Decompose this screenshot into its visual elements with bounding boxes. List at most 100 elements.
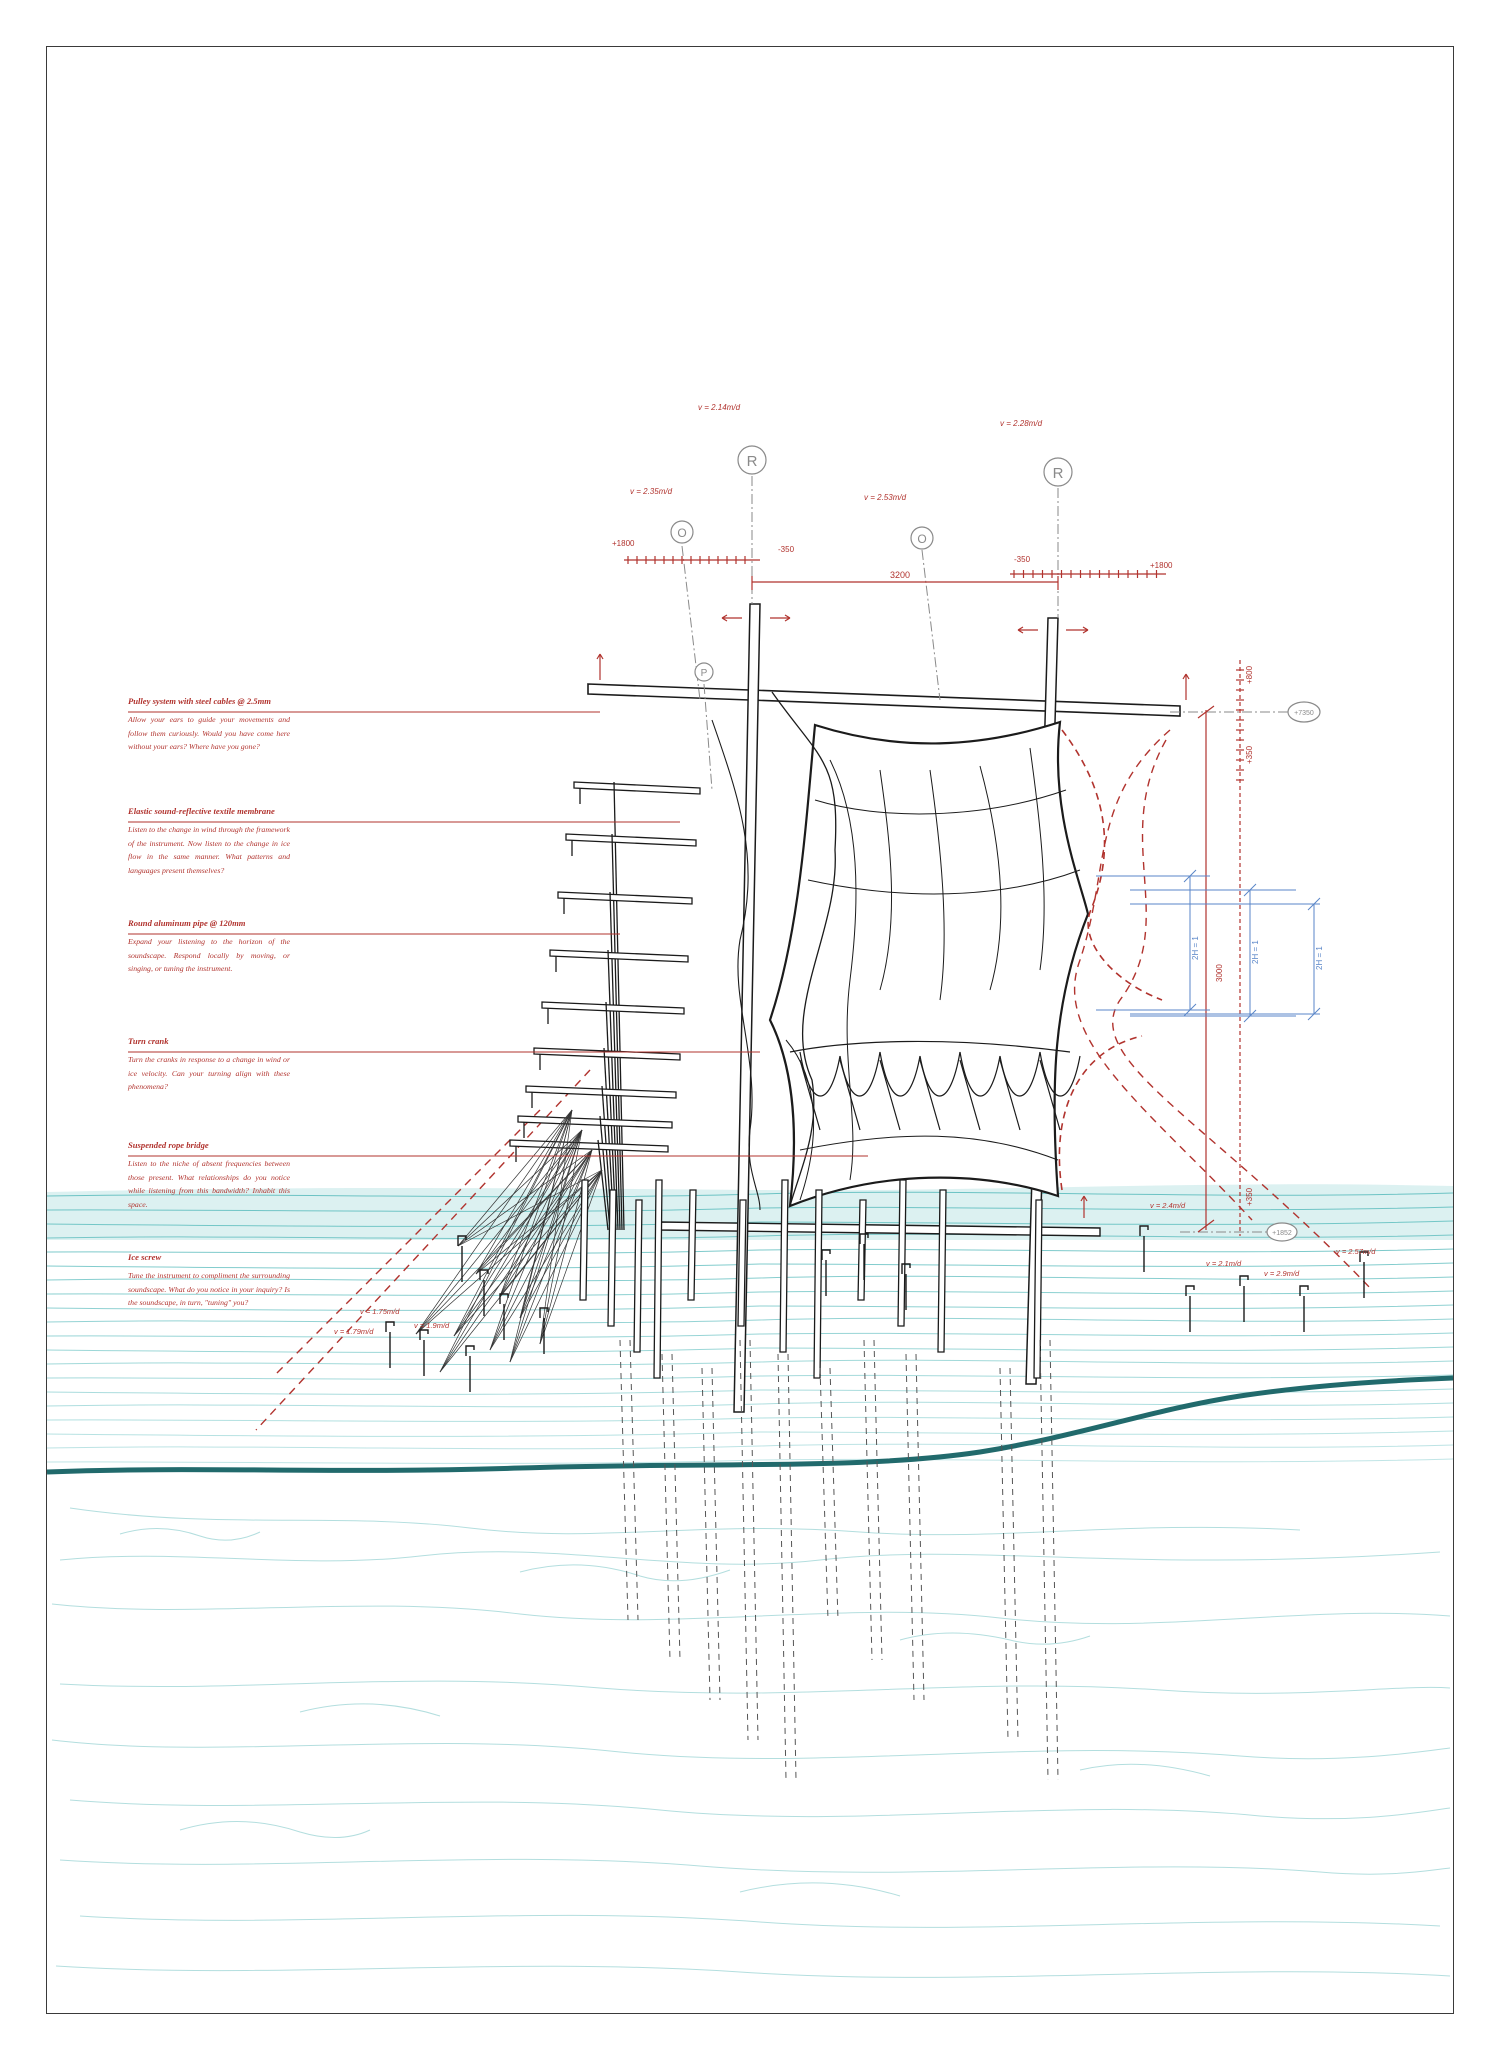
bridge-hanger (1039, 1059, 1061, 1131)
crank (1299, 1285, 1309, 1332)
submerged-leg-edge (711, 1367, 721, 1701)
dim-top-vertical: +800 (1245, 665, 1254, 684)
support-leg (937, 1189, 947, 1353)
support-leg (813, 1189, 823, 1379)
receding-crossarms (509, 781, 701, 1231)
steel-cable (539, 1169, 603, 1345)
crank-handle (1239, 1275, 1249, 1286)
crank-handle (1299, 1285, 1309, 1296)
dim-membrane-half-c: 2H = 1 (1315, 946, 1324, 970)
submerged-leg-edge (915, 1353, 925, 1701)
crank-handle (1359, 1251, 1369, 1262)
receding-mast (599, 1115, 611, 1231)
bridge-hanger (999, 1059, 1021, 1131)
legend-ice-screw: Ice screw Tune the instrument to complim… (128, 1252, 290, 1310)
support-leg (737, 1199, 747, 1327)
submerged-legs (619, 1339, 1059, 1781)
crank-handle (457, 1235, 467, 1246)
marker-r-right: R (1043, 457, 1073, 487)
submerged-leg-edge (1009, 1367, 1019, 1741)
crank-handle (419, 1329, 429, 1340)
svg-text:R: R (1053, 465, 1064, 482)
crossarm (565, 833, 697, 847)
velocity-top-left: v = 2.14m/d (698, 403, 741, 412)
legend-title: Pulley system with steel cables @ 2.5mm (128, 696, 271, 706)
submerged-leg-edge (829, 1367, 839, 1621)
velocity-ice-right-c: v = 2.9m/d (1264, 1269, 1300, 1278)
legend-title: Suspended rope bridge (128, 1140, 209, 1150)
bridge-rope (799, 1051, 841, 1097)
vertical-dimensions (1197, 660, 1241, 1236)
submerged-leg (999, 1367, 1009, 1741)
steel-cable (489, 1129, 583, 1351)
submerged-leg-edge (671, 1353, 681, 1661)
membrane-fold (929, 769, 945, 1001)
ice-flow-line (47, 1275, 1453, 1282)
crank-handle (385, 1321, 395, 1332)
crank-handle (859, 1233, 869, 1244)
svg-text:+1852: +1852 (1272, 1230, 1292, 1237)
submerged-leg-edge (749, 1339, 759, 1741)
membrane-dimension-labels: 2H = 1 2H = 1 2H = 1 (1191, 936, 1324, 970)
dim-span: 3200 (890, 570, 910, 580)
crossarm (573, 781, 701, 795)
submerged-leg (863, 1339, 873, 1661)
steel-cable (453, 1169, 603, 1337)
steel-cable (457, 1109, 573, 1247)
membrane-fold (807, 869, 1081, 895)
support-leg (897, 1179, 907, 1327)
steel-cable (509, 1109, 573, 1363)
dim-membrane-half-b: 2H = 1 (1251, 940, 1260, 964)
velocity-ice-right-d: v = 2.1m/d (1206, 1259, 1242, 1268)
crank (859, 1233, 869, 1280)
level-marker-7350: +7350 (1287, 701, 1321, 723)
legend-body: Allow your ears to guide your movements … (128, 715, 290, 752)
ice-flow-line (47, 1262, 1453, 1269)
steel-cable (453, 1109, 573, 1337)
steel-cable (439, 1149, 593, 1373)
crank (821, 1249, 831, 1296)
submerged-leg-edge (1049, 1339, 1059, 1781)
level-marker-1852: +1852 (1266, 1222, 1298, 1242)
legend-body: Turn the cranks in response to a change … (128, 1055, 290, 1092)
bridge-rope (959, 1051, 1001, 1097)
legend-pulley: Pulley system with steel cables @ 2.5mm … (128, 696, 290, 754)
support-leg (633, 1199, 643, 1353)
anchor-cables (255, 729, 1373, 1431)
membrane-folds (785, 747, 1081, 1201)
ice-flow-line (47, 1346, 1453, 1353)
membrane-fold (979, 765, 1002, 991)
legend-body: Listen to the change in wind through the… (128, 825, 290, 875)
svg-text:+7350: +7350 (1294, 710, 1314, 717)
crank (465, 1345, 475, 1392)
ice-sheet (47, 1184, 1453, 1464)
steel-cable (439, 1169, 603, 1373)
support-leg (607, 1189, 617, 1327)
dim-vertical-small-b: +350 (1245, 1187, 1254, 1206)
support-legs (579, 1179, 1043, 1379)
steel-cable (457, 1129, 583, 1247)
ice-flow-lines (47, 1191, 1453, 1464)
marker-o-center: O (910, 526, 934, 550)
steel-cable (475, 1109, 573, 1275)
velocity-ice-left-c: v = 1.79m/d (334, 1327, 374, 1336)
steel-cable (415, 1149, 593, 1335)
crank (539, 1307, 549, 1354)
ice-flow-line (47, 1304, 1453, 1311)
membrane-dimensions (1096, 869, 1321, 1023)
dim-minus350-right: -350 (1014, 555, 1031, 564)
ice-screw-cranks (385, 1225, 1369, 1392)
ice-flow-line (47, 1220, 1453, 1227)
velocity-mid-center: v = 2.53m/d (864, 493, 907, 502)
svg-text:O: O (917, 532, 926, 546)
membrane-fold (1029, 747, 1045, 971)
submerged-leg (739, 1339, 749, 1741)
membrane-fold (879, 769, 893, 991)
support-leg (1033, 1199, 1043, 1379)
membrane-fold (829, 759, 857, 1181)
steel-cable (519, 1129, 583, 1319)
submerged-leg (661, 1353, 671, 1661)
sheet-border (46, 46, 1454, 2014)
